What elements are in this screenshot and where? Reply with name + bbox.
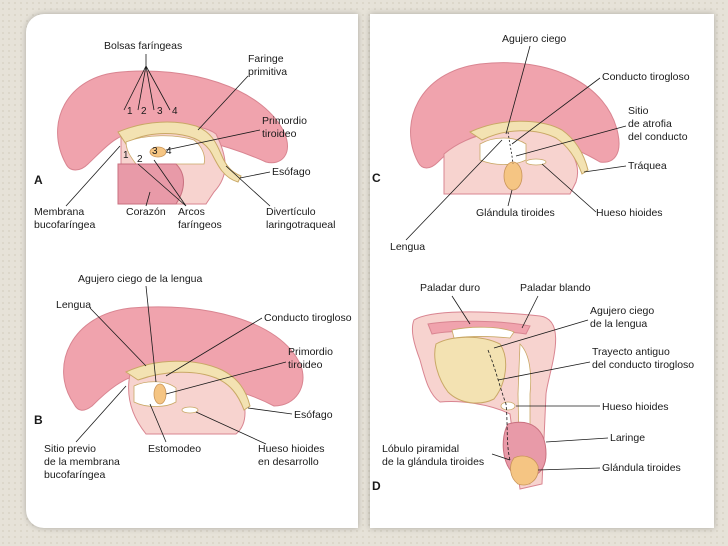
label-agujero-ciego-lengua-d: Agujero ciego (590, 305, 654, 317)
panel-d-nasal-cavity (451, 326, 515, 339)
label-arcos-faringeos: faríngeos (178, 219, 222, 231)
panel-d: Paladar duro Paladar blando Agujero cieg… (372, 282, 694, 493)
label-agujero-ciego-lengua: Agujero ciego de la lengua (78, 273, 203, 285)
panel-a-thyroid-primordium (149, 146, 167, 158)
panel-b-brain (63, 306, 304, 411)
panel-letter-a: A (34, 173, 43, 187)
arch-number: 4 (166, 146, 172, 157)
panel-b: Agujero ciego de la lengua Lengua Conduc… (34, 273, 352, 481)
panel-letter-d: D (372, 479, 381, 493)
pouch-number: 1 (127, 106, 133, 117)
left-page-illustrations: Bolsas faríngeas 1 2 3 4 1 2 3 4 Faringe… (34, 40, 352, 481)
panel-a-endoderm-lining (117, 121, 242, 183)
label-primordio-tiroideo-b: tiroideo (288, 359, 323, 371)
label-sitio-previo-membrana: Sitio previo (44, 443, 96, 455)
label-arcos-faringeos: Arcos (178, 206, 205, 218)
panel-c-thyroglossal-duct (507, 131, 514, 165)
label-sitio-atrofia: de atrofia (628, 118, 672, 130)
label-diverticulo-laringotraqueal: laringotraqueal (266, 219, 335, 231)
label-trayecto-antiguo: del conducto tirogloso (592, 359, 694, 371)
label-lengua: Lengua (56, 299, 91, 311)
label-corazon: Corazón (126, 206, 166, 218)
panel-a: Bolsas faríngeas 1 2 3 4 1 2 3 4 Faringe… (34, 40, 335, 231)
label-hueso-hioides-desarrollo: en desarrollo (258, 456, 319, 468)
label-primordio-tiroideo: tiroideo (262, 128, 297, 140)
label-glandula-tiroides-d: Glándula tiroides (602, 462, 681, 474)
panel-b-endoderm-lining (124, 360, 251, 411)
label-sitio-atrofia: del conducto (628, 131, 688, 143)
label-faringe-primitiva: Faringe (248, 53, 284, 65)
panel-d-hyoid-bone (500, 401, 516, 411)
panel-b-thyroid-primordium (153, 383, 167, 405)
label-diverticulo-laringotraqueal: Divertículo (266, 206, 316, 218)
label-trayecto-antiguo: Trayecto antiguo (592, 346, 670, 358)
panel-letter-c: C (372, 171, 381, 185)
arch-number: 3 (152, 146, 158, 157)
label-hueso-hioides-desarrollo: Hueso hioides (258, 443, 325, 455)
label-bolsas-faringeas: Bolsas faríngeas (104, 40, 182, 52)
label-sitio-previo-membrana: de la membrana (44, 456, 120, 468)
panel-c-thyroid-gland (503, 161, 523, 191)
panel-d-tongue (434, 336, 507, 404)
pouch-number: 3 (157, 106, 163, 117)
panel-c-hyoid-bone (525, 158, 547, 166)
label-lobulo-piramidal: de la glándula tiroides (382, 456, 484, 468)
pouch-number: 2 (141, 106, 147, 117)
panel-c: Agujero ciego Conducto tirogloso Sitio d… (372, 33, 690, 253)
label-lengua-c: Lengua (390, 241, 425, 253)
label-paladar-blando: Paladar blando (520, 282, 591, 294)
label-conducto-tirogloso: Conducto tirogloso (264, 312, 352, 324)
label-paladar-duro: Paladar duro (420, 282, 480, 294)
label-esofago-b: Esófago (294, 409, 333, 421)
label-esofago: Esófago (272, 166, 311, 178)
panel-d-thyroid-gland (510, 455, 539, 486)
label-sitio-previo-membrana: bucofaríngea (44, 469, 105, 481)
label-membrana-bucofaringea: bucofaríngea (34, 219, 95, 231)
label-traquea: Tráquea (628, 160, 667, 172)
label-sitio-atrofia: Sitio (628, 105, 649, 117)
right-page-illustrations: Agujero ciego Conducto tirogloso Sitio d… (372, 33, 694, 493)
label-laringe: Laringe (610, 432, 645, 444)
label-estomodeo: Estomodeo (148, 443, 201, 455)
label-lobulo-piramidal: Lóbulo piramidal (382, 443, 459, 455)
label-primordio-tiroideo-b: Primordio (288, 346, 333, 358)
right-book-page: Agujero ciego Conducto tirogloso Sitio d… (370, 14, 714, 528)
panel-b-developing-hyoid (181, 406, 199, 414)
label-hueso-hioides-d: Hueso hioides (602, 401, 669, 413)
panel-letter-b: B (34, 413, 43, 427)
panel-a-heart (117, 163, 184, 205)
panel-d-thyroglossal-tract (487, 349, 511, 461)
arch-number: 1 (123, 150, 129, 161)
pouch-number: 4 (172, 106, 178, 117)
label-agujero-ciego: Agujero ciego (502, 33, 566, 45)
panel-c-oral-cavity (479, 137, 527, 165)
label-faringe-primitiva: primitiva (248, 66, 287, 78)
label-glandula-tiroides-c: Glándula tiroides (476, 207, 555, 219)
left-book-page: Bolsas faríngeas 1 2 3 4 1 2 3 4 Faringe… (26, 14, 358, 528)
label-agujero-ciego-lengua-d: de la lengua (590, 318, 647, 330)
arch-number: 2 (137, 154, 143, 165)
label-primordio-tiroideo: Primordio (262, 115, 307, 127)
label-hueso-hioides-c: Hueso hioides (596, 207, 663, 219)
label-membrana-bucofaringea: Membrana (34, 206, 84, 218)
label-conducto-tirogloso-c: Conducto tirogloso (602, 71, 690, 83)
